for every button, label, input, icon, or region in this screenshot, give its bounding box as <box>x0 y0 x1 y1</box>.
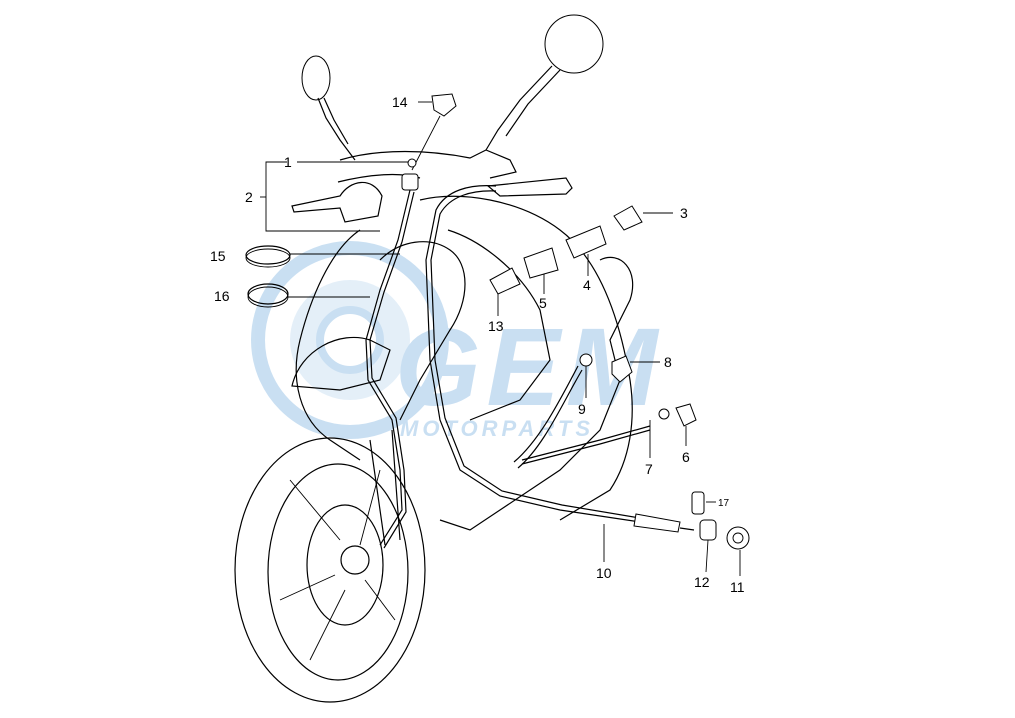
callout-9: 9 <box>578 401 586 417</box>
part-12-bush <box>699 519 717 541</box>
part-14-cable-cap <box>431 93 457 117</box>
leader-lines <box>260 101 741 576</box>
part-3-connector <box>613 205 643 231</box>
part-4-sleeve <box>565 225 607 259</box>
callout-3: 3 <box>680 205 688 221</box>
brake-cable <box>425 185 641 523</box>
part-6-clip <box>675 403 697 427</box>
callout-12: 12 <box>694 574 710 590</box>
part-1-cable-end <box>401 173 419 191</box>
right-mirror <box>544 14 604 74</box>
short-cable <box>513 365 583 469</box>
headset <box>339 149 517 179</box>
left-grip <box>291 181 383 223</box>
callout-7: 7 <box>645 461 653 477</box>
part-13-sleeve <box>489 267 521 295</box>
front-fender <box>291 336 391 391</box>
left-mirror <box>301 55 331 101</box>
scooter-drawing <box>234 14 634 703</box>
callout-10: 10 <box>596 565 612 581</box>
front-wheel-tyre <box>234 437 426 703</box>
watermark-subtitle: MOTORPARTS <box>400 416 594 441</box>
leg-shield <box>295 229 361 461</box>
rear-body <box>439 256 634 531</box>
speedometer-cable <box>365 189 411 546</box>
callout-6: 6 <box>682 449 690 465</box>
callout-8: 8 <box>664 354 672 370</box>
callout-11: 11 <box>730 579 745 595</box>
part-17-pin <box>691 491 705 515</box>
callout-15: 15 <box>210 248 226 264</box>
front-fork <box>369 429 401 546</box>
part-1-nipple <box>407 158 417 168</box>
callout-5: 5 <box>539 295 547 311</box>
callout-17: 17 <box>718 498 730 509</box>
part-10-adjuster <box>633 513 681 533</box>
part-11-grommet <box>726 526 750 550</box>
watermark-gear-logo <box>251 241 449 439</box>
part-9-fitting <box>579 353 593 367</box>
callout-4: 4 <box>583 277 591 293</box>
gem-motorparts-watermark: GEM MOTORPARTS <box>251 241 658 441</box>
cables <box>365 185 651 549</box>
part-16-clamp <box>247 283 289 305</box>
callout-2: 2 <box>245 189 253 205</box>
callout-1: 1 <box>284 154 292 170</box>
callout-14: 14 <box>392 94 408 110</box>
part-5-sleeve <box>523 247 559 279</box>
part-15-clamp <box>245 245 291 265</box>
part-7-fitting <box>658 408 670 420</box>
callout-labels: 1 2 3 4 5 6 7 8 9 10 11 12 13 14 15 16 1… <box>210 94 745 595</box>
right-grip <box>486 177 573 197</box>
callout-13: 13 <box>488 318 504 334</box>
brake-disc <box>306 504 384 626</box>
lower-cable <box>521 425 651 465</box>
callout-16: 16 <box>214 288 230 304</box>
part-8-nut <box>611 355 633 383</box>
